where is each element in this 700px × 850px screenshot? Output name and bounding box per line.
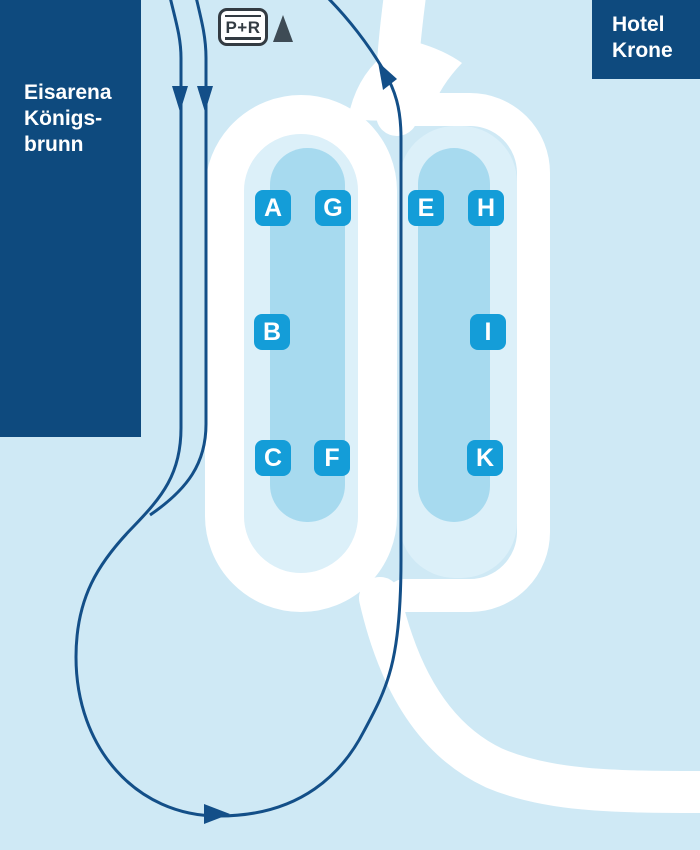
bus-route-second-line <box>149 0 208 517</box>
hotel-label-line1: Hotel <box>612 13 665 36</box>
top-junction-fill-right <box>414 42 462 116</box>
platform-badge-i: I <box>470 314 506 350</box>
sign-rule-bottom <box>225 37 261 40</box>
platform-badge-k: K <box>467 440 503 476</box>
left-platform-island <box>270 148 345 522</box>
platform-badge-e: E <box>408 190 444 226</box>
arrow-down-right-icon <box>197 86 213 112</box>
hotel-label-line2: Krone <box>612 39 673 62</box>
platform-badge-b: B <box>254 314 290 350</box>
arrow-turnaround-icon <box>204 804 230 824</box>
right-platform-island <box>418 148 490 522</box>
sign-rule-top <box>225 14 261 17</box>
left-loop-road <box>205 95 397 612</box>
hotel-krone-building: Hotel Krone <box>592 0 700 79</box>
eisarena-label-line3: brunn <box>24 133 84 156</box>
pr-direction-arrow-icon <box>273 15 293 42</box>
platform-badge-g: G <box>315 190 351 226</box>
park-and-ride-sign: P+R <box>218 8 268 46</box>
right-loop-road <box>387 93 550 612</box>
eisarena-label-line2: Königs- <box>24 107 103 130</box>
platform-badge-c: C <box>255 440 291 476</box>
arrow-down-left-icon <box>172 86 188 112</box>
top-junction-fill-left <box>348 46 397 121</box>
bottom-exit-road <box>359 577 700 813</box>
arrow-exit-up-icon <box>378 62 397 90</box>
eisarena-building: Eisarena Königs- brunn <box>0 0 141 437</box>
top-exit-road <box>375 0 426 136</box>
platform-badge-a: A <box>255 190 291 226</box>
platform-badge-h: H <box>468 190 504 226</box>
platform-badge-f: F <box>314 440 350 476</box>
eisarena-label-line1: Eisarena <box>24 81 112 104</box>
park-and-ride-label: P+R <box>225 17 261 37</box>
